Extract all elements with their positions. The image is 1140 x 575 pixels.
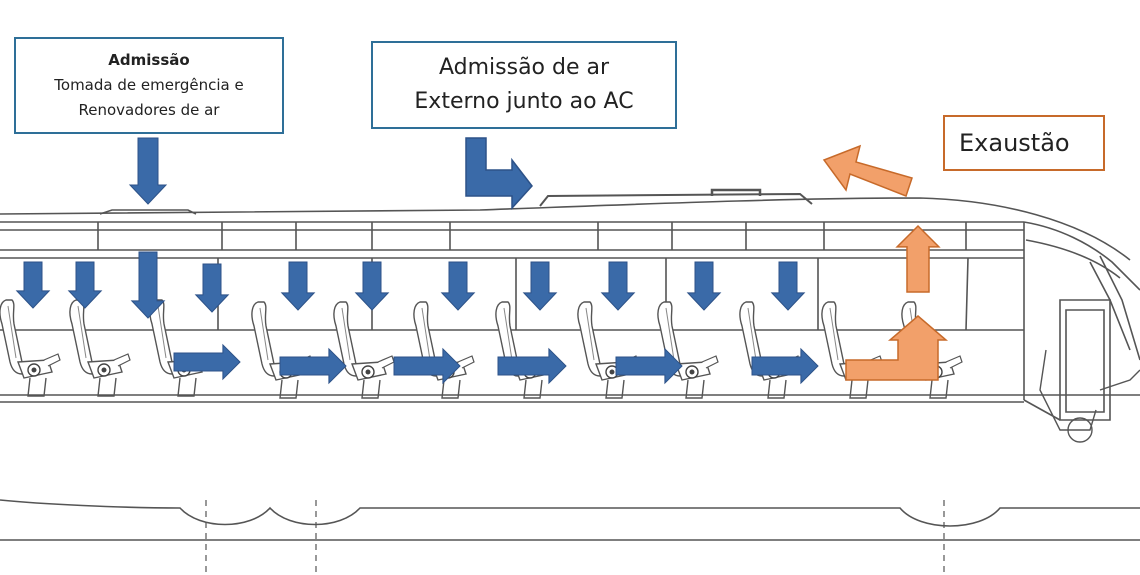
intake-line-1: Tomada de emergência e <box>54 76 244 94</box>
ac-intake-bent-arrow <box>465 137 533 210</box>
intake-title: Admissão <box>108 51 190 69</box>
cabin-down-arrow <box>686 261 722 311</box>
cabin-down-arrow <box>15 261 51 309</box>
cabin-down-arrow <box>600 261 636 311</box>
exhaust-roof-arrow <box>822 144 913 197</box>
intake-airflow-arrows <box>15 137 819 385</box>
floor-flow-arrow <box>615 347 683 385</box>
cabin-down-arrow <box>280 261 316 311</box>
exhaust-text: Exaustão <box>959 129 1070 157</box>
wheel-axle-markers <box>205 500 945 575</box>
cabin-down-arrow <box>194 263 230 313</box>
exhaust-label-box: Exaustão <box>943 115 1105 171</box>
cabin-down-arrow <box>522 261 558 311</box>
floor-flow-arrow <box>497 347 567 385</box>
cabin-down-arrow <box>67 261 103 309</box>
floor-flow-arrow <box>279 347 347 385</box>
intake-roof-arrow <box>128 137 168 205</box>
floor-flow-arrow <box>751 347 819 385</box>
floor-flow-arrow <box>393 347 461 385</box>
intake-label-box: Admissão Tomada de emergência e Renovado… <box>14 37 284 134</box>
floor-flow-arrow <box>173 343 241 381</box>
exhaust-airflow-arrows <box>822 144 949 381</box>
cabin-down-arrow <box>770 261 806 311</box>
cabin-down-arrow <box>130 251 166 319</box>
bus-body-outline <box>0 188 1140 541</box>
cabin-down-arrow <box>440 261 476 311</box>
cabin-down-arrow <box>354 261 390 311</box>
exhaust-up-arrow <box>895 224 941 293</box>
intake-line-2: Renovadores de ar <box>78 101 220 119</box>
driver-seat <box>1039 349 1140 443</box>
exhaust-floor-bent-arrow <box>845 315 949 381</box>
ac-intake-line-1: Admissão de ar <box>438 55 610 80</box>
ac-intake-label-box: Admissão de ar Externo junto ao AC <box>371 41 677 129</box>
ac-intake-line-2: Externo junto ao AC <box>414 89 634 114</box>
